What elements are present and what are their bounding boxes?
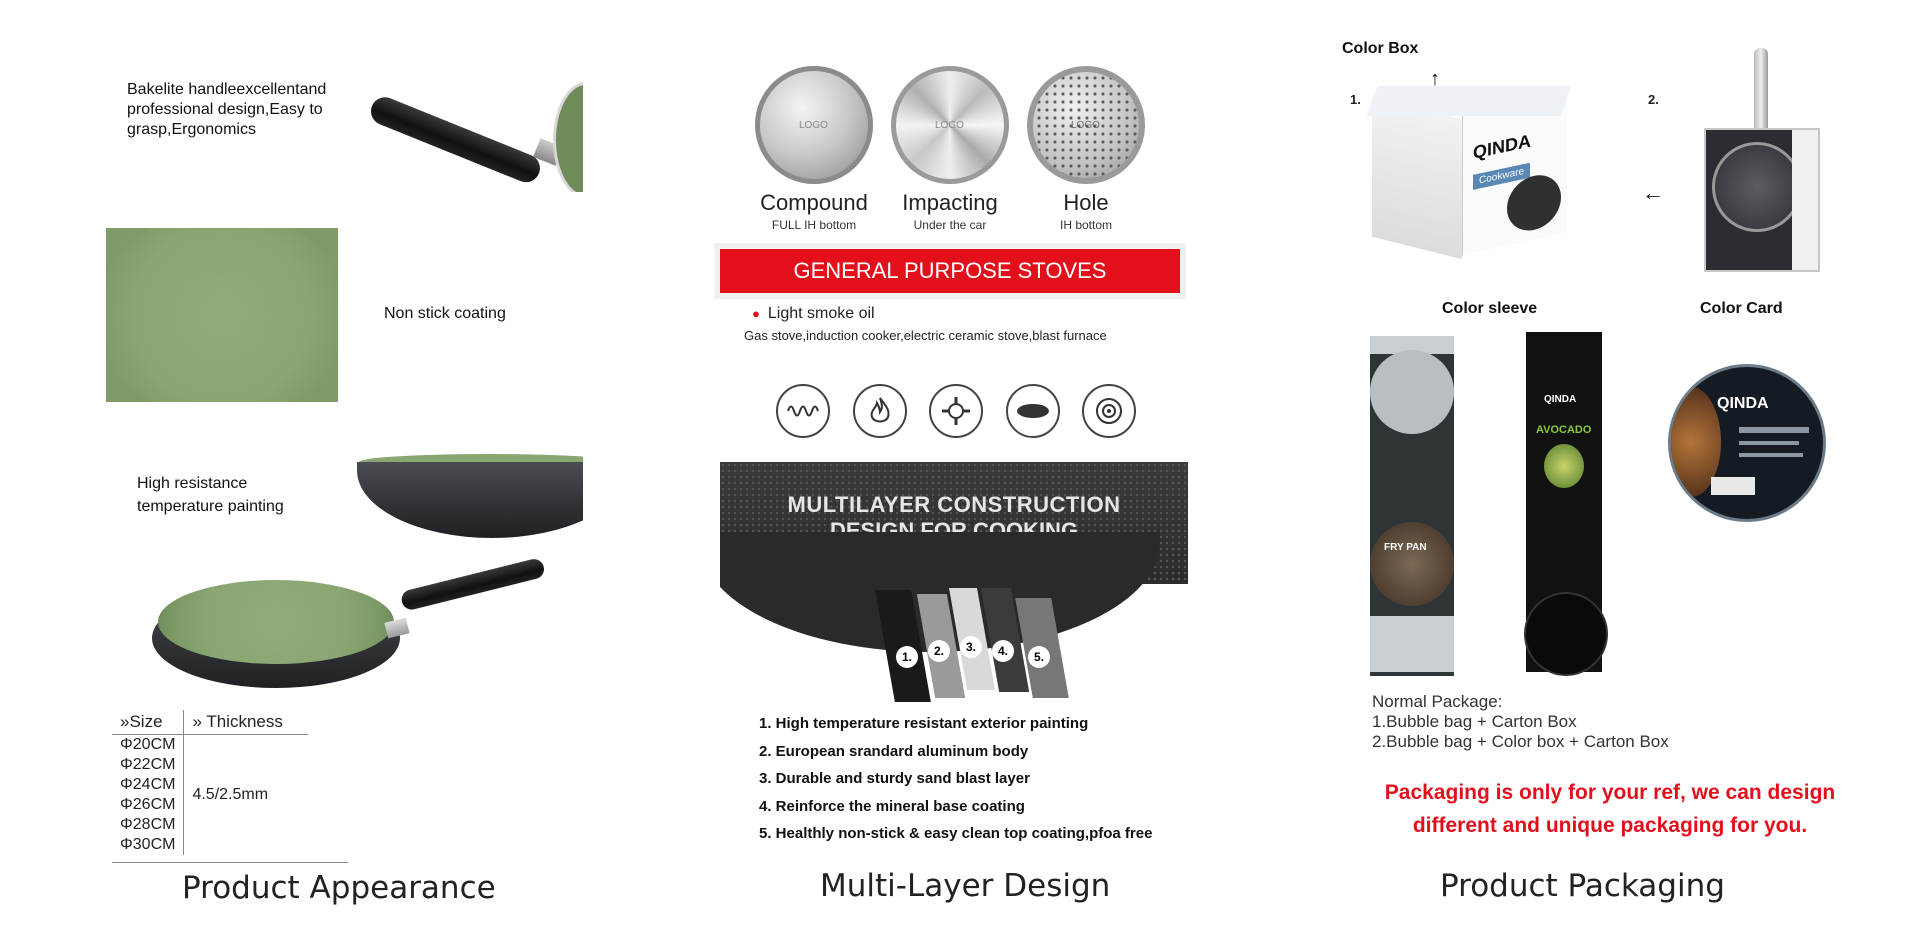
color-sleeve-label: Color sleeve — [1442, 300, 1538, 317]
construction-title-1: MULTILAYER CONSTRUCTION — [787, 492, 1121, 517]
box-brand-text: QINDA — [1473, 130, 1531, 163]
coating-closeup-image — [106, 228, 338, 402]
sleeve2-brand-text: QINDA — [1544, 394, 1577, 405]
logo-text: LOGO — [1071, 120, 1100, 131]
multi-layer-panel: LOGO LOGO LOGO Compound Impacting Hole F… — [700, 0, 1220, 947]
induction-icon — [1082, 384, 1136, 438]
size-cell: Φ30CM — [112, 835, 185, 855]
compound-label: Compound — [760, 190, 868, 215]
sleeve1-fry-pan-text: FRY PAN — [1384, 542, 1427, 553]
normal-package-block: Normal Package: 1.Bubble bag + Carton Bo… — [1372, 692, 1669, 752]
coil-stove-icon — [776, 384, 830, 438]
red-bullet-icon: ● — [752, 306, 760, 321]
card-brand-text: QINDA — [1717, 395, 1769, 412]
stove-icons-row — [776, 384, 1136, 438]
step-1-label: 1. — [1350, 92, 1361, 107]
bullet-text: Light smoke oil — [767, 305, 875, 322]
bullet-line: ● Light smoke oil — [752, 305, 875, 323]
layer-list: 1. High temperature resistant exterior p… — [759, 710, 1152, 848]
sleeve2-avocado-text: AVOCADO — [1536, 424, 1592, 436]
handle-closeup-image — [368, 62, 583, 192]
size-thickness-table: »Size » Thickness Φ20CM 4.5/2.5mm Φ22CM … — [112, 710, 309, 855]
packaging-note-line-2: different and unique packaging for you. — [1412, 814, 1808, 837]
size-cell: Φ28CM — [112, 815, 185, 835]
layer-number-5: 5. — [1028, 646, 1050, 668]
layer-number-4: 4. — [992, 640, 1014, 662]
logo-text: LOGO — [799, 120, 828, 131]
color-box-image: QINDA Cookware — [1366, 82, 1582, 260]
thickness-header: » Thickness — [183, 710, 309, 735]
feature-painting-text: High resistance temperature painting — [137, 475, 284, 515]
packaging-note-line-1: Packaging is only for your ref, we can d… — [1384, 781, 1836, 804]
general-purpose-stoves-banner: GENERAL PURPOSE STOVES — [720, 249, 1180, 293]
compound-sublabel: FULL IH bottom — [771, 218, 857, 232]
caption-product-packaging: Product Packaging — [1440, 868, 1725, 904]
layer-number-1: 1. — [896, 646, 918, 668]
hole-label: Hole — [1063, 190, 1109, 215]
step-2-label: 2. — [1648, 92, 1659, 107]
product-appearance-panel: Bakelite handleexcellentand professional… — [0, 0, 600, 947]
color-sleeve-fry-pan-image: FRY PAN — [1370, 336, 1454, 676]
logo-text: LOGO — [935, 120, 964, 131]
multilayer-construction-image: MULTILAYER CONSTRUCTION DESIGN FOR COOKI… — [720, 462, 1188, 702]
compound-bottom-image: LOGO — [755, 66, 873, 184]
packaging-note: Packaging is only for your ref, we can d… — [1330, 776, 1890, 842]
ceramic-plate-icon — [1005, 384, 1060, 438]
feature-coating-text: Non stick coating — [384, 305, 506, 322]
layer-number-2: 2. — [928, 640, 950, 662]
color-card-label: Color Card — [1700, 300, 1783, 317]
caption-product-appearance: Product Appearance — [182, 870, 496, 906]
caption-multi-layer-design: Multi-Layer Design — [820, 868, 1111, 904]
size-cell: Φ24CM — [112, 775, 185, 795]
product-packaging-panel: Color Box ↑ 1. QINDA Cookware 2. ← Color… — [1330, 0, 1910, 947]
normal-package-2: 2.Bubble bag + Color box + Carton Box — [1372, 732, 1669, 751]
side-view-closeup-image — [355, 452, 583, 542]
layer-item: 4. Reinforce the mineral base coating — [759, 797, 1025, 815]
hole-sublabel: IH bottom — [1059, 218, 1113, 232]
impacting-bottom-image: LOGO — [891, 66, 1009, 184]
normal-package-title: Normal Package: — [1372, 692, 1503, 711]
normal-package-1: 1.Bubble bag + Carton Box — [1372, 712, 1577, 731]
size-cell: Φ20CM — [112, 734, 185, 755]
gas-flame-icon — [852, 384, 907, 438]
size-cell: Φ22CM — [112, 755, 185, 775]
color-box-label: Color Box — [1342, 40, 1419, 57]
frying-pan-image — [148, 556, 548, 694]
color-sleeve-avocado-image: QINDA AVOCADO — [1524, 332, 1608, 676]
thickness-cell: 4.5/2.5mm — [192, 786, 269, 803]
arrow-left-icon: ← — [1642, 180, 1664, 205]
layer-item: 2. European srandard aluminum body — [759, 742, 1029, 760]
sleeve-pan-image — [1698, 48, 1822, 272]
layer-item: 5. Healthly non-stick & easy clean top c… — [759, 825, 1153, 842]
gas-burner-icon — [929, 384, 983, 438]
size-header: »Size — [112, 710, 185, 735]
size-cell: Φ26CM — [112, 795, 185, 815]
hole-bottom-image: LOGO — [1027, 66, 1145, 184]
color-card-image: QINDA — [1668, 364, 1826, 522]
impacting-label: Impacting — [902, 190, 998, 215]
table-bottom-rule — [112, 862, 348, 863]
stoves-line: Gas stove,induction cooker,electric cera… — [744, 328, 1107, 343]
feature-handle-text: Bakelite handleexcellentand professional… — [127, 81, 327, 138]
arrow-up-icon: ↑ — [1430, 68, 1440, 90]
layer-item: 1. High temperature resistant exterior p… — [759, 715, 1089, 732]
layer-item: 3. Durable and sturdy sand blast layer — [759, 770, 1030, 787]
layer-number-3: 3. — [960, 636, 982, 658]
impacting-sublabel: Under the car — [913, 218, 987, 232]
